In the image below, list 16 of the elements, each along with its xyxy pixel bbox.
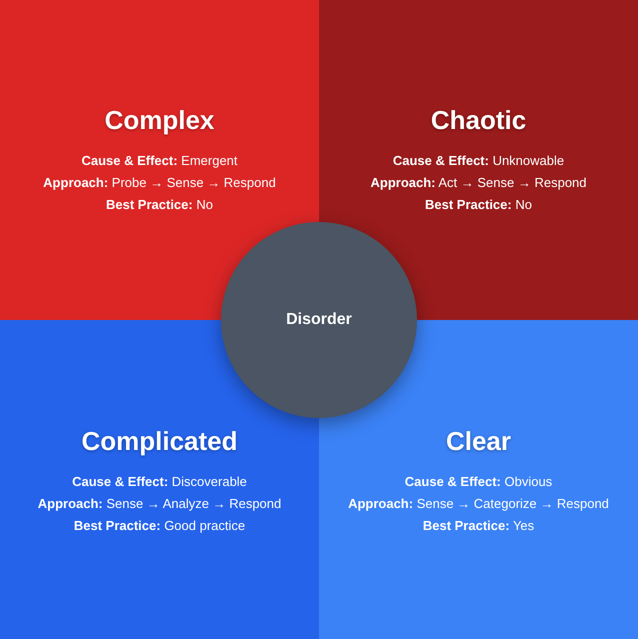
- quadrant-title: Complex: [104, 105, 214, 136]
- attribute-line: Best Practice: Good practice: [74, 517, 246, 535]
- attribute-line: Cause & Effect: Emergent: [81, 152, 238, 170]
- attribute-line: Cause & Effect: Unknowable: [392, 152, 564, 170]
- attribute-line: Cause & Effect: Obvious: [404, 473, 552, 491]
- attribute-line: Best Practice: Yes: [422, 517, 534, 535]
- quadrant-title: Chaotic: [430, 105, 526, 136]
- quadrant-title: Complicated: [81, 426, 238, 457]
- attribute-line: Approach: Probe → Sense → Respond: [43, 174, 276, 192]
- attribute-line: Approach: Sense → Categorize → Respond: [348, 495, 609, 513]
- attribute-line: Best Practice: No: [425, 196, 532, 214]
- quadrant-title: Clear: [446, 426, 512, 457]
- attribute-line: Cause & Effect: Discoverable: [72, 473, 247, 491]
- attribute-line: Approach: Act → Sense → Respond: [370, 174, 587, 192]
- attribute-line: Approach: Sense → Analyze → Respond: [38, 495, 282, 513]
- attribute-line: Best Practice: No: [106, 196, 213, 214]
